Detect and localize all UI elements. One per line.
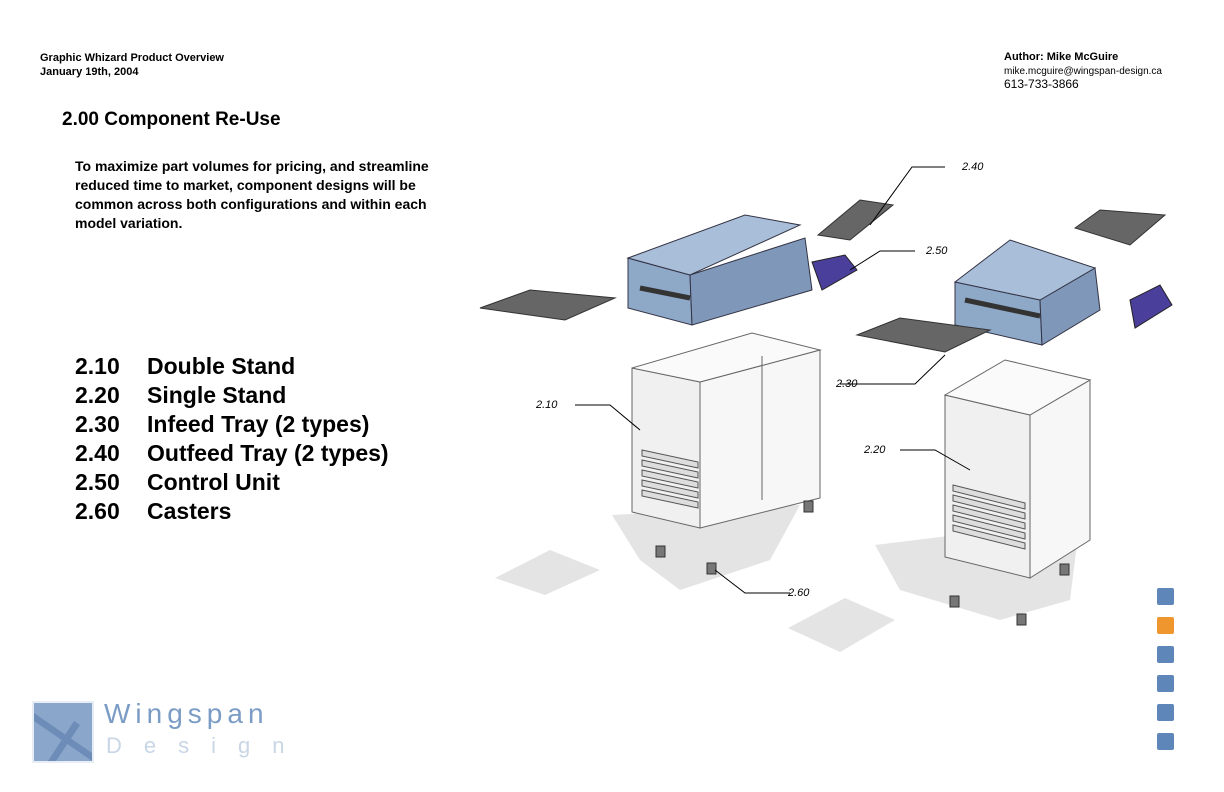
page-navigation	[1157, 588, 1174, 750]
callout-2-50: 2.50	[926, 245, 948, 257]
callout-2-30: 2.30	[836, 378, 858, 390]
component-label: Control Unit	[147, 469, 280, 495]
nav-page-button[interactable]	[1157, 588, 1174, 605]
component-label: Single Stand	[147, 382, 287, 408]
author-block: Author: Mike McGuire mike.mcguire@wingsp…	[1004, 51, 1162, 91]
double-stand	[631, 332, 822, 529]
component-item: 2.50 Control Unit	[75, 468, 389, 497]
component-list: 2.10 Double Stand 2.20 Single Stand 2.30 In…	[75, 352, 389, 526]
section-title: 2.00 Component Re-Use	[62, 109, 281, 130]
printer-single	[953, 239, 1101, 346]
component-item: 2.40 Outfeed Tray (2 types)	[75, 439, 389, 468]
section-intro: To maximize part volumes for pricing, an…	[75, 158, 429, 231]
logo-wordmark: Wingspan	[104, 698, 269, 729]
trays	[479, 199, 1167, 353]
component-number: 2.20	[75, 382, 120, 408]
component-label: Infeed Tray (2 types)	[147, 411, 370, 437]
nav-page-button[interactable]	[1157, 733, 1174, 750]
casters	[655, 500, 1070, 626]
component-item: 2.10 Double Stand	[75, 352, 389, 381]
component-number: 2.50	[75, 469, 120, 495]
component-number: 2.10	[75, 353, 120, 379]
author-phone: 613-733-3866	[1004, 77, 1079, 91]
component-label: Outfeed Tray (2 types)	[147, 440, 389, 466]
printer-double	[626, 214, 813, 326]
component-label: Casters	[147, 498, 232, 524]
component-number: 2.60	[75, 498, 120, 524]
component-label: Double Stand	[147, 353, 296, 379]
component-number: 2.30	[75, 411, 120, 437]
document-date: January 19th, 2004	[40, 66, 139, 78]
nav-page-button[interactable]	[1157, 675, 1174, 692]
control-units	[811, 254, 1173, 329]
nav-page-button[interactable]	[1157, 704, 1174, 721]
document-title: Graphic Whizard Product Overview	[40, 52, 224, 64]
component-item: 2.60 Casters	[75, 497, 389, 526]
single-stand	[943, 359, 1092, 579]
callout-2-60: 2.60	[788, 587, 810, 599]
callout-2-20: 2.20	[864, 444, 886, 456]
wingspan-logo-mark	[32, 701, 94, 763]
callout-2-10: 2.10	[536, 399, 558, 411]
document-header: Graphic Whizard Product Overview January…	[40, 51, 224, 79]
logo-subtitle: Design	[106, 733, 307, 758]
component-number: 2.40	[75, 440, 120, 466]
callout-leaders	[575, 166, 971, 594]
author-name: Author: Mike McGuire	[1004, 51, 1119, 63]
nav-page-button-active[interactable]	[1157, 617, 1174, 634]
author-email: mike.mcguire@wingspan-design.ca	[1004, 66, 1162, 77]
callout-2-40: 2.40	[962, 161, 984, 173]
component-item: 2.30 Infeed Tray (2 types)	[75, 410, 389, 439]
airplane-icon	[34, 713, 92, 761]
component-item: 2.20 Single Stand	[75, 381, 389, 410]
nav-page-button[interactable]	[1157, 646, 1174, 663]
